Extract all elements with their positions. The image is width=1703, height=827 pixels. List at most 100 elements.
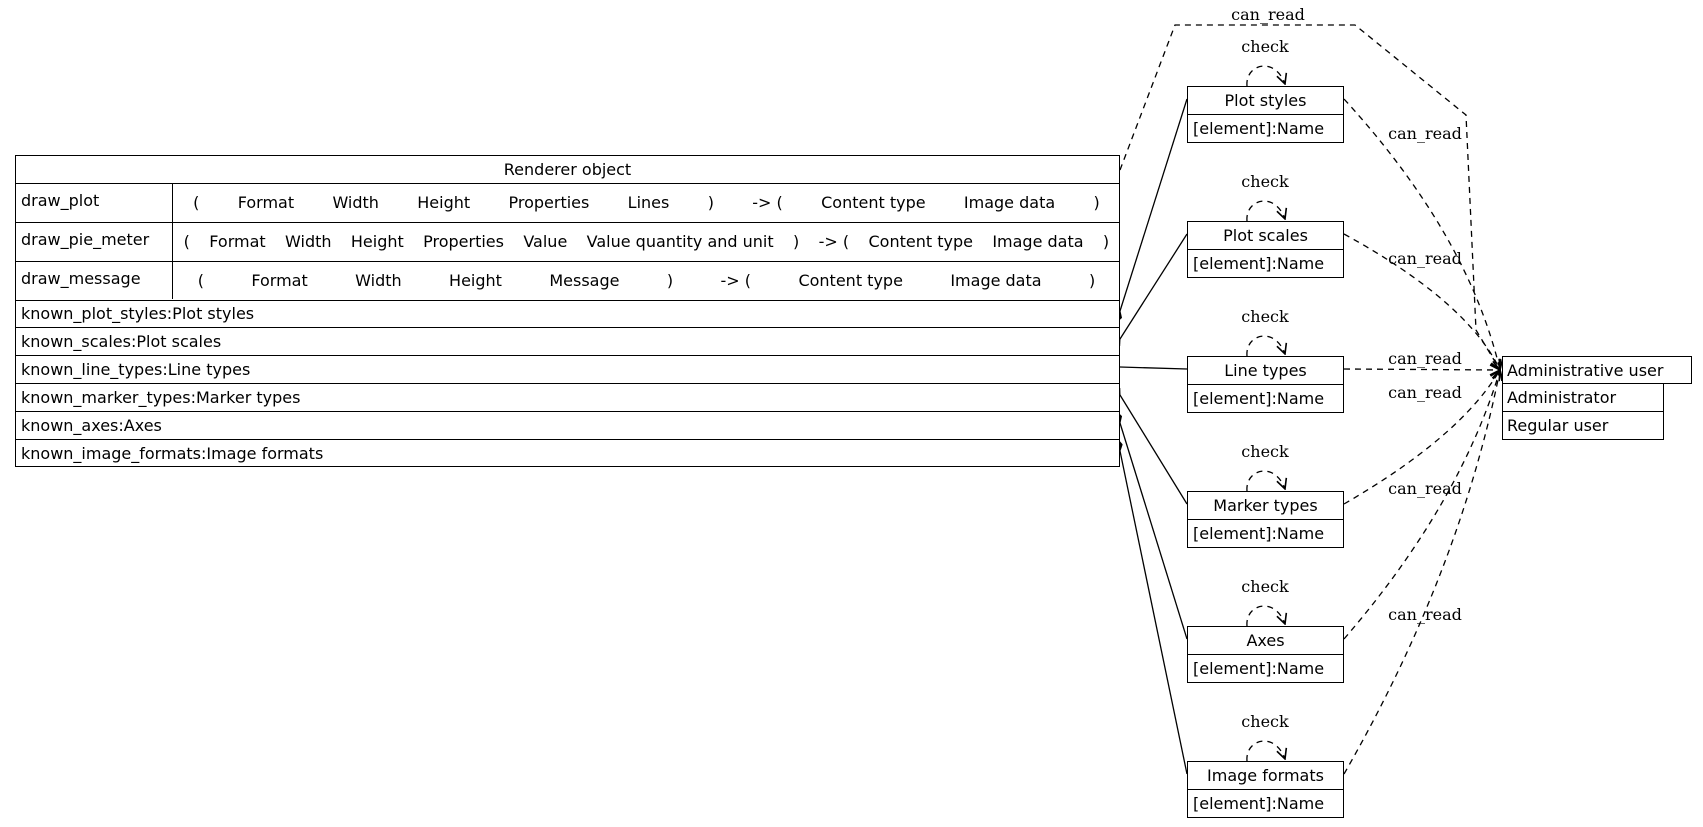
signature-token: Value quantity and unit	[586, 232, 774, 251]
enum-title: Plot styles	[1224, 91, 1307, 110]
can-read-label: can_read	[1388, 605, 1462, 624]
signature-token: Image data	[950, 271, 1042, 290]
enum-box-plot-scales: Plot scales [element]:Name	[1187, 221, 1344, 278]
signature-token: )	[1093, 193, 1100, 212]
check-self-loop	[1246, 740, 1285, 762]
enum-title: Axes	[1246, 631, 1285, 650]
can-read-label: can_read	[1388, 479, 1462, 498]
signature-token: -> (	[752, 193, 783, 212]
can-read-label: can_read	[1388, 383, 1462, 402]
signature-token: Height	[417, 193, 471, 212]
can-read-edge	[1343, 370, 1500, 505]
edge-labels: checkcheckcheckcheckcheckcheckcan_readca…	[1231, 5, 1462, 731]
enum-field: [element]:Name	[1193, 794, 1325, 813]
edges	[1107, 24, 1500, 775]
signature-token: (	[183, 232, 190, 251]
signature-token: Content type	[868, 232, 973, 251]
enum-title: Line types	[1224, 361, 1307, 380]
signature-token: -> (	[720, 271, 752, 290]
signature-token: Properties	[508, 193, 590, 212]
administrative-user-title: Administrative user	[1507, 361, 1664, 380]
composition-edge	[1114, 410, 1188, 640]
check-self-loop	[1246, 200, 1285, 222]
method-name-draw-pie-meter: draw_pie_meter	[21, 230, 150, 249]
enum-box-line-types: Line types [element]:Name	[1187, 356, 1344, 413]
signature-token: (	[193, 193, 200, 212]
method-signature-draw-pie-meter: ( Format Width Height Properties Value Value q…	[174, 223, 1119, 260]
enum-title: Image formats	[1207, 766, 1324, 785]
enum-field: [element]:Name	[1193, 254, 1325, 273]
check-label: check	[1241, 577, 1289, 596]
enum-title: Marker types	[1213, 496, 1318, 515]
check-label: check	[1241, 442, 1289, 461]
enum-box-marker-types: Marker types [element]:Name	[1187, 491, 1344, 548]
field-known-plot-styles: known_plot_styles:Plot styles	[21, 304, 255, 323]
signature-token: )	[793, 232, 800, 251]
can-read-edge	[1343, 98, 1500, 370]
can-read-label: can_read	[1388, 249, 1462, 268]
method-signature-draw-plot: ( Format Width Height Properties Lines) -> ( Co…	[174, 184, 1119, 221]
administrative-user-box: Administrative user	[1502, 356, 1692, 384]
composition-edge	[1113, 383, 1188, 505]
enum-box-plot-styles: Plot styles [element]:Name	[1187, 86, 1344, 143]
method-name-draw-message: draw_message	[21, 269, 141, 288]
composition-edge	[1114, 438, 1188, 775]
enum-field: [element]:Name	[1193, 524, 1325, 543]
enum-box-axes: Axes [element]:Name	[1187, 626, 1344, 683]
can-read-edge	[1343, 370, 1500, 775]
enum-field: [element]:Name	[1193, 659, 1325, 678]
signature-token: Format	[237, 193, 295, 212]
signature-token: Message	[549, 271, 620, 290]
check-self-loop	[1246, 335, 1285, 357]
signature-token: )	[1102, 232, 1110, 251]
composition-edge	[1107, 362, 1188, 371]
can-read-edge	[1343, 369, 1500, 370]
field-known-image-formats: known_image_formats:Image formats	[21, 444, 324, 463]
enum-box-image-formats: Image formats [element]:Name	[1187, 761, 1344, 818]
enum-field: [element]:Name	[1193, 119, 1325, 138]
field-known-axes: known_axes:Axes	[21, 416, 162, 435]
field-known-scales: known_scales:Plot scales	[21, 332, 222, 351]
check-self-loop	[1246, 470, 1285, 492]
signature-token: Lines	[627, 193, 670, 212]
check-label: check	[1241, 37, 1289, 56]
signature-token: -> (	[818, 232, 850, 251]
check-label: check	[1241, 172, 1289, 191]
method-name-draw-plot: draw_plot	[21, 191, 100, 210]
signature-token: Content type	[821, 193, 926, 212]
variant-regular-user: Regular user	[1507, 416, 1609, 435]
enum-field: [element]:Name	[1193, 389, 1325, 408]
administrative-user-variants: Administrator Regular user	[1502, 383, 1664, 440]
signature-token: )	[1088, 271, 1096, 290]
signature-token: Image data	[992, 232, 1084, 251]
field-known-line-types: known_line_types:Line types	[21, 360, 251, 379]
composition-edge	[1114, 98, 1188, 324]
check-self-loop	[1246, 65, 1285, 87]
signature-token: Content type	[798, 271, 903, 290]
signature-token: )	[707, 193, 714, 212]
renderer-object-title: Renderer object	[503, 160, 632, 179]
signature-token: Height	[449, 271, 502, 290]
signature-token: Width	[332, 193, 379, 212]
signature-token: Width	[285, 232, 332, 251]
renderer-can-read-label: can_read	[1231, 5, 1305, 24]
check-self-loop	[1246, 605, 1285, 627]
variant-administrator: Administrator	[1507, 388, 1617, 407]
signature-token: Image data	[963, 193, 1056, 212]
check-label: check	[1241, 712, 1289, 731]
signature-token: Format	[251, 271, 308, 290]
signature-token: Value	[523, 232, 568, 251]
signature-token: Properties	[423, 232, 504, 251]
signature-token: )	[666, 271, 674, 290]
can-read-edge	[1343, 370, 1500, 640]
composition-edge	[1113, 233, 1188, 350]
renderer-can-read-edge	[1119, 24, 1500, 370]
can-read-label: can_read	[1388, 124, 1462, 143]
field-known-marker-types: known_marker_types:Marker types	[21, 388, 301, 407]
signature-token: Height	[350, 232, 404, 251]
can-read-label: can_read	[1388, 349, 1462, 368]
signature-token: Format	[209, 232, 266, 251]
